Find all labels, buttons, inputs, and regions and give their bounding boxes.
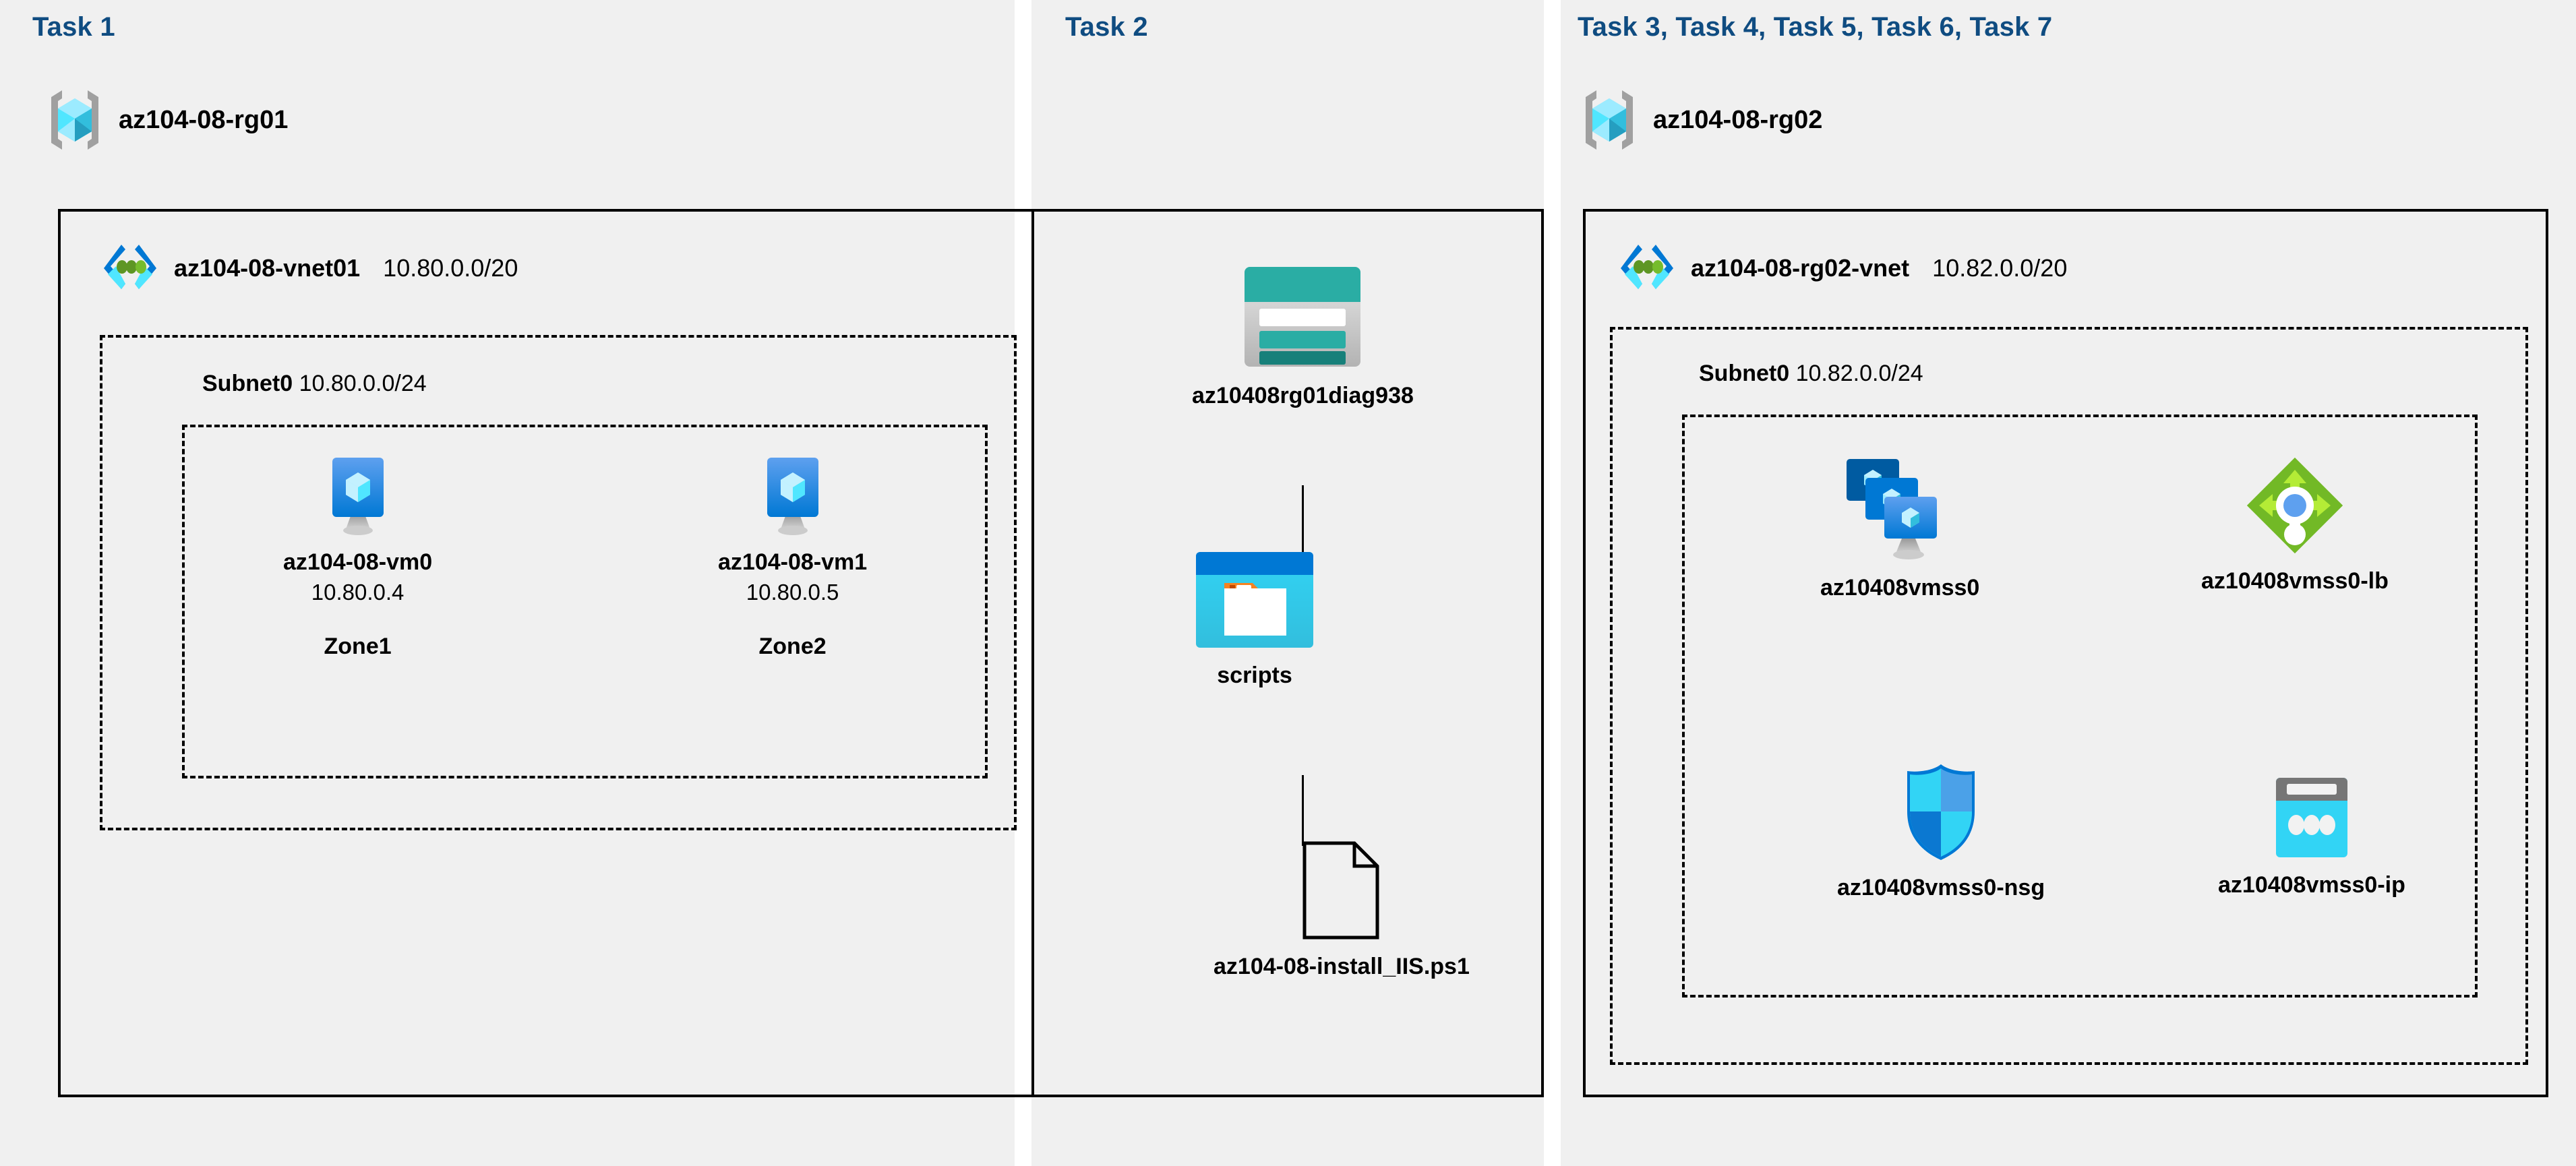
vm-zone-label: Zone1: [324, 634, 392, 659]
virtual-machine-icon: [752, 455, 833, 537]
vnet-az104-08-rg02-vnet-header[interactable]: az104-08-rg02-vnet 10.82.0.0/20: [1618, 239, 2067, 297]
vm-zone-label: Zone2: [758, 634, 827, 659]
resource-group-az104-08-rg02[interactable]: az104-08-rg02: [1583, 88, 1822, 152]
blob-container-icon: [1192, 549, 1317, 650]
resource-group-icon: [1583, 88, 1636, 152]
vnet-name-label: az104-08-vnet01: [174, 254, 361, 282]
load-balancer-az10408vmss0-lb[interactable]: az10408vmss0-lb: [2201, 455, 2389, 594]
vnet-name-label: az104-08-rg02-vnet: [1691, 254, 1910, 282]
connector-storage-to-scripts: [1302, 485, 1304, 557]
virtual-machine-az104-08-vm0[interactable]: az104-08-vm0 10.80.0.4 Zone1: [283, 455, 432, 660]
task-1-title: Task 1: [32, 12, 115, 42]
vnet-az104-08-rg02-vnet-boundary: [1583, 209, 2548, 1097]
vmss-resource-group-boundary: [1682, 415, 2478, 998]
panel-task-1: [0, 0, 1015, 1166]
vm-ip-label: 10.80.0.5: [746, 580, 839, 605]
public-ip-label: az10408vmss0-ip: [2218, 872, 2405, 898]
subnet-name-task1: Subnet0: [202, 371, 293, 396]
subnet-name-task3: Subnet0: [1699, 361, 1790, 386]
subnet0-boundary-task3: [1610, 327, 2528, 1065]
task2-boundary: [1031, 209, 1544, 1097]
vm-scale-set-az10408vmss0[interactable]: az10408vmss0: [1820, 455, 1979, 601]
vm-scale-set-icon: [1843, 455, 1957, 563]
network-security-group-az10408vmss0-nsg[interactable]: az10408vmss0-nsg: [1837, 762, 2045, 901]
file-az104-08-install-iis-ps1[interactable]: az104-08-install_IIS.ps1: [1214, 839, 1470, 980]
virtual-network-icon: [101, 239, 159, 297]
virtual-machine-icon: [318, 455, 398, 537]
subnet-cidr-task1: 10.80.0.0/24: [299, 371, 427, 396]
resource-group-az104-08-rg01[interactable]: az104-08-rg01: [49, 88, 288, 152]
file-document-icon: [1298, 839, 1385, 942]
vnet-cidr-label: 10.80.0.0/20: [383, 254, 518, 282]
subnet-cidr-task3: 10.82.0.0/24: [1795, 361, 1923, 386]
nsg-label: az10408vmss0-nsg: [1837, 875, 2045, 900]
virtual-machine-az104-08-vm1[interactable]: az104-08-vm1 10.80.0.5 Zone2: [718, 455, 867, 660]
vm-name-label: az104-08-vm1: [718, 549, 868, 575]
task-3-to-7-title: Task 3, Task 4, Task 5, Task 6, Task 7: [1578, 12, 2053, 42]
load-balancer-icon: [2244, 455, 2345, 556]
subnet0-boundary-task1: [100, 335, 1017, 830]
blob-container-label: scripts: [1217, 663, 1292, 688]
storage-account-az10408rg01diag938[interactable]: az10408rg01diag938: [1192, 263, 1414, 409]
task-2-title: Task 2: [1065, 12, 1148, 42]
subnet0-label-task3: Subnet0 10.82.0.0/24: [1699, 361, 1923, 387]
public-ip-address-az10408vmss0-ip[interactable]: az10408vmss0-ip: [2218, 775, 2405, 898]
resource-group-label: az104-08-rg01: [119, 105, 289, 134]
storage-account-icon: [1239, 263, 1366, 371]
vm-ip-label: 10.80.0.4: [311, 580, 405, 605]
blob-container-scripts[interactable]: scripts: [1192, 549, 1317, 689]
virtual-network-icon: [1618, 239, 1676, 297]
vnet-az104-08-vnet01-header[interactable]: az104-08-vnet01 10.80.0.0/20: [101, 239, 518, 297]
vm-zone-group-boundary: [182, 425, 988, 778]
resource-group-label: az104-08-rg02: [1653, 105, 1823, 134]
vnet-cidr-label: 10.82.0.0/20: [1932, 254, 2068, 282]
resource-group-icon: [49, 88, 101, 152]
storage-account-label: az10408rg01diag938: [1192, 383, 1414, 408]
subnet0-label-task1: Subnet0 10.80.0.0/24: [202, 371, 427, 397]
connector-scripts-to-file: [1302, 775, 1304, 846]
network-security-group-icon: [1900, 762, 1981, 863]
panel-task-3-to-7: [1561, 0, 2576, 1166]
load-balancer-label: az10408vmss0-lb: [2201, 568, 2389, 594]
public-ip-address-icon: [2271, 775, 2353, 860]
vmss-label: az10408vmss0: [1820, 575, 1980, 601]
vm-name-label: az104-08-vm0: [283, 549, 433, 575]
file-label: az104-08-install_IIS.ps1: [1214, 954, 1470, 979]
